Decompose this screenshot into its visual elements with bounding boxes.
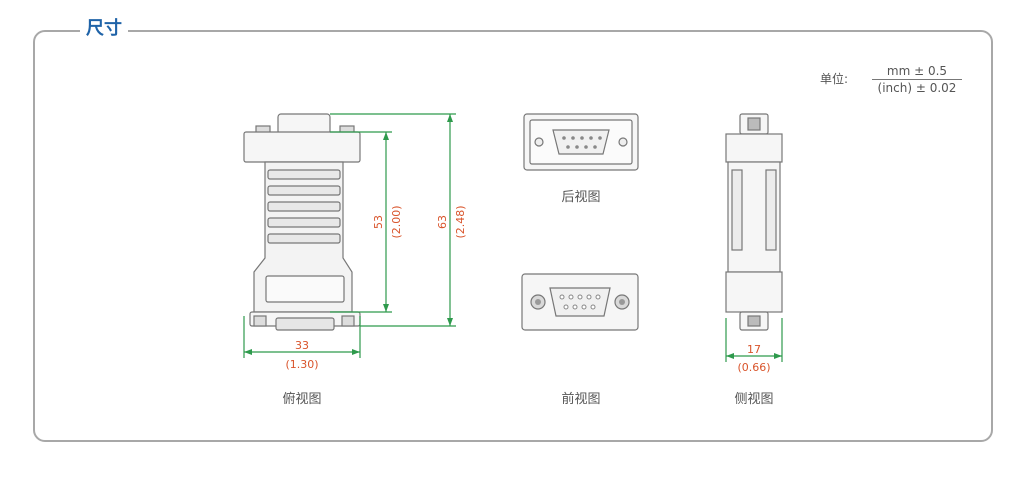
dim-thickness-inch: (0.66) (737, 361, 770, 374)
front-view-db9-shell (549, 287, 611, 317)
top-view-lower-screw-left (253, 315, 267, 327)
dim-outer-height-inch: (2.48) (454, 205, 467, 238)
caption-top-view: 俯视图 (282, 391, 321, 407)
dim-width-mm: 33 (295, 339, 309, 352)
front-view-sockets (559, 294, 601, 310)
side-view-upper-flange (725, 133, 783, 163)
dim-inner-height-inch: (2.00) (390, 205, 403, 238)
side-view-drawing (725, 113, 783, 331)
back-view-hole-right (618, 137, 628, 147)
units-mm-tolerance: mm ± 0.5 (872, 64, 962, 80)
back-view-pins (562, 136, 602, 149)
side-view-lower-body (725, 271, 783, 313)
top-view-upper-connector (277, 113, 331, 135)
top-view-ribs (267, 169, 341, 244)
side-view-dimension-arrows (726, 353, 782, 359)
dim-outer-height-mm: 63 (436, 215, 449, 229)
top-view-dimension-lines (243, 113, 456, 358)
top-view-lower-connector (275, 317, 335, 331)
dim-width-inch: (1.30) (285, 358, 318, 371)
dimensions-frame (33, 30, 993, 442)
dim-inner-height-mm: 53 (372, 215, 385, 229)
top-view-upper-flange (243, 131, 361, 163)
side-view-lower-screw (747, 315, 761, 327)
back-view-hole-left (534, 137, 544, 147)
top-view-drawing (243, 113, 361, 331)
units-label: 单位: (820, 72, 849, 86)
side-view-ribs (731, 169, 777, 251)
units-fraction: mm ± 0.5 (inch) ± 0.02 (872, 64, 962, 95)
section-title: 尺寸 (80, 16, 128, 42)
side-view-upper-screw (747, 117, 761, 131)
caption-side-view: 侧视图 (734, 392, 773, 407)
side-view-dimension-lines (725, 318, 783, 362)
back-view-db9-shell (552, 129, 610, 155)
caption-back-view: 后视图 (561, 190, 600, 205)
back-view-drawing (523, 113, 639, 171)
caption-front-view: 前视图 (561, 391, 600, 407)
units-inch-tolerance: (inch) ± 0.02 (877, 81, 957, 95)
top-view-label-area (265, 275, 345, 303)
top-view-lower-screw-right (341, 315, 355, 327)
dim-thickness-mm: 17 (747, 343, 761, 356)
front-view-drawing (521, 273, 639, 331)
top-view-dimension-arrows (244, 114, 453, 355)
